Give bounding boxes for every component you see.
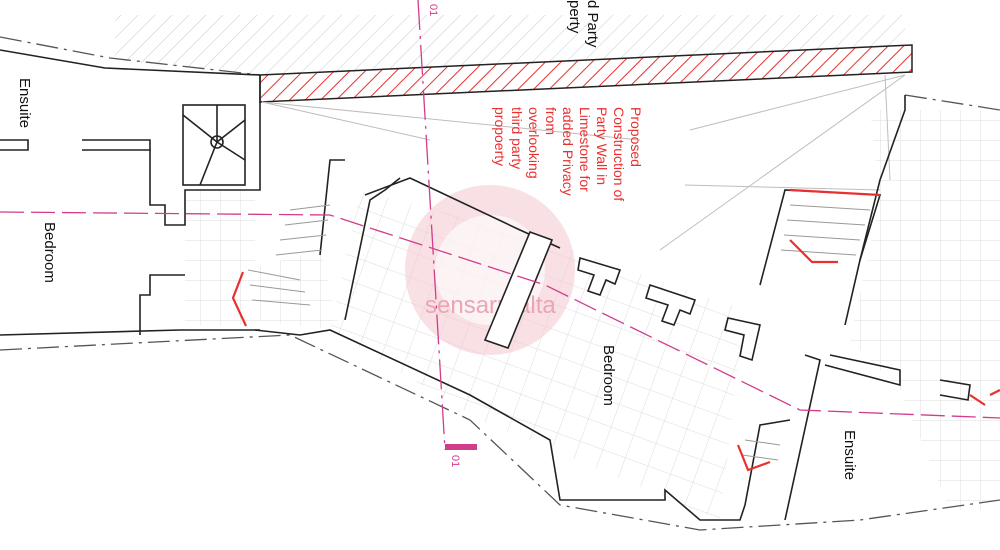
note-line-6: from bbox=[543, 107, 559, 135]
room-label-bedroom-left: Bedroom bbox=[41, 222, 58, 283]
walls bbox=[0, 49, 971, 521]
third-party-label-line-2: perty bbox=[566, 0, 583, 34]
red-door-markers bbox=[231, 188, 1000, 472]
note-line-1: Proposed bbox=[628, 107, 644, 167]
proposed-wall-note: Proposed Construction of Party Wall in L… bbox=[492, 107, 644, 201]
section-line-vertical bbox=[417, 0, 446, 451]
note-line-7: overlooking bbox=[526, 107, 542, 179]
watermark: sensarmalta bbox=[405, 185, 575, 355]
note-line-2: Construction of bbox=[611, 107, 627, 201]
guide-lines bbox=[261, 74, 906, 251]
note-line-8: third party bbox=[509, 107, 525, 169]
section-marker: 01 01 bbox=[427, 4, 477, 467]
note-line-4: Limestone for bbox=[577, 107, 593, 192]
section-line-horizontal bbox=[0, 211, 1000, 419]
section-marker-top-label: 01 bbox=[427, 4, 439, 16]
note-line-9: propoerty bbox=[492, 107, 508, 166]
room-label-ensuite-right: Ensuite bbox=[841, 430, 858, 480]
third-party-hatch-area bbox=[115, 15, 905, 75]
stairs bbox=[247, 204, 871, 461]
note-line-5: added Privacy bbox=[560, 107, 576, 196]
room-label-bedroom-center: Bedroom bbox=[600, 345, 617, 406]
room-label-ensuite-left: Ensuite bbox=[16, 78, 33, 128]
section-marker-bottom-label: 01 bbox=[449, 455, 461, 467]
note-line-3: Party Wall in bbox=[594, 107, 610, 185]
site-boundary bbox=[0, 36, 1000, 531]
third-party-label-line-1: d Party bbox=[584, 0, 601, 48]
watermark-text: sensarmalta bbox=[425, 292, 556, 319]
